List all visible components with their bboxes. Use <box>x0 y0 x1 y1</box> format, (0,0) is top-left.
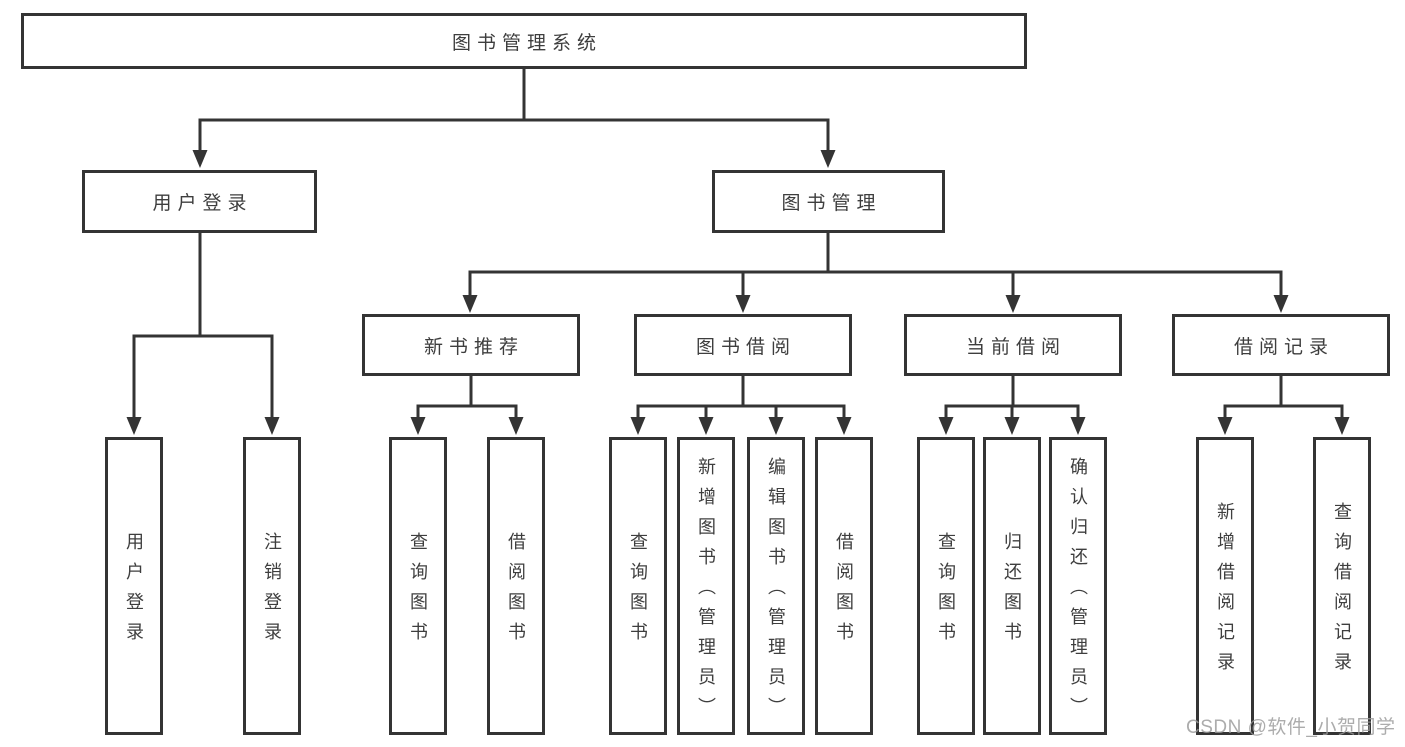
leaf-confirm-return-admin: 确认归还（管理员） <box>1049 437 1107 735</box>
leaf-borrow-book-label: 借阅图书 <box>834 532 854 652</box>
leaf-query-borrow-record: 查询借阅记录 <box>1313 437 1371 735</box>
leaf-add-borrow-record: 新增借阅记录 <box>1196 437 1254 735</box>
node-book-borrow-label: 图书借阅 <box>695 336 796 358</box>
csdn-watermark: CSDN @软件_小贺同学 <box>1186 717 1396 738</box>
leaf-query-borrow-record-label: 查询借阅记录 <box>1332 502 1352 682</box>
node-book-management-branch-label: 图书管理 <box>781 193 882 214</box>
leaf-current-query-book: 查询图书 <box>917 437 975 735</box>
leaf-borrow-book: 借阅图书 <box>815 437 873 735</box>
leaf-user-login-label: 用户登录 <box>124 532 144 652</box>
leaf-edit-book-admin-label: 编辑图书（管理员） <box>766 457 786 727</box>
node-root-system: 图书管理系统 <box>21 13 1027 69</box>
leaf-add-borrow-record-label: 新增借阅记录 <box>1215 502 1235 682</box>
leaf-current-query-book-label: 查询图书 <box>936 532 956 652</box>
leaf-logout-label: 注销登录 <box>262 532 282 652</box>
leaf-add-book-admin-label: 新增图书（管理员） <box>696 457 716 727</box>
node-current-borrow-label: 当前借阅 <box>965 336 1066 358</box>
leaf-logout: 注销登录 <box>243 437 301 735</box>
leaf-return-book-label: 归还图书 <box>1002 532 1022 652</box>
leaf-recommend-borrow-book-label: 借阅图书 <box>506 532 526 652</box>
node-user-login-branch: 用户登录 <box>82 170 317 233</box>
node-borrow-record-label: 借阅记录 <box>1233 336 1334 358</box>
node-current-borrow: 当前借阅 <box>904 314 1122 376</box>
leaf-user-login: 用户登录 <box>105 437 163 735</box>
leaf-edit-book-admin: 编辑图书（管理员） <box>747 437 805 735</box>
node-book-management-branch: 图书管理 <box>712 170 945 233</box>
leaf-add-book-admin: 新增图书（管理员） <box>677 437 735 735</box>
node-user-login-branch-label: 用户登录 <box>152 193 253 214</box>
leaf-recommend-query-book-label: 查询图书 <box>408 532 428 652</box>
leaf-recommend-borrow-book: 借阅图书 <box>487 437 545 735</box>
leaf-confirm-return-admin-label: 确认归还（管理员） <box>1068 457 1088 727</box>
node-book-borrow: 图书借阅 <box>634 314 852 376</box>
node-new-book-recommend: 新书推荐 <box>362 314 580 376</box>
leaf-borrow-query-book-label: 查询图书 <box>628 532 648 652</box>
arrowheads <box>126 150 1350 435</box>
node-borrow-record: 借阅记录 <box>1172 314 1390 376</box>
leaf-recommend-query-book: 查询图书 <box>389 437 447 735</box>
leaf-return-book: 归还图书 <box>983 437 1041 735</box>
node-new-book-recommend-label: 新书推荐 <box>423 336 524 358</box>
leaf-borrow-query-book: 查询图书 <box>609 437 667 735</box>
node-root-system-label: 图书管理系统 <box>451 32 602 54</box>
